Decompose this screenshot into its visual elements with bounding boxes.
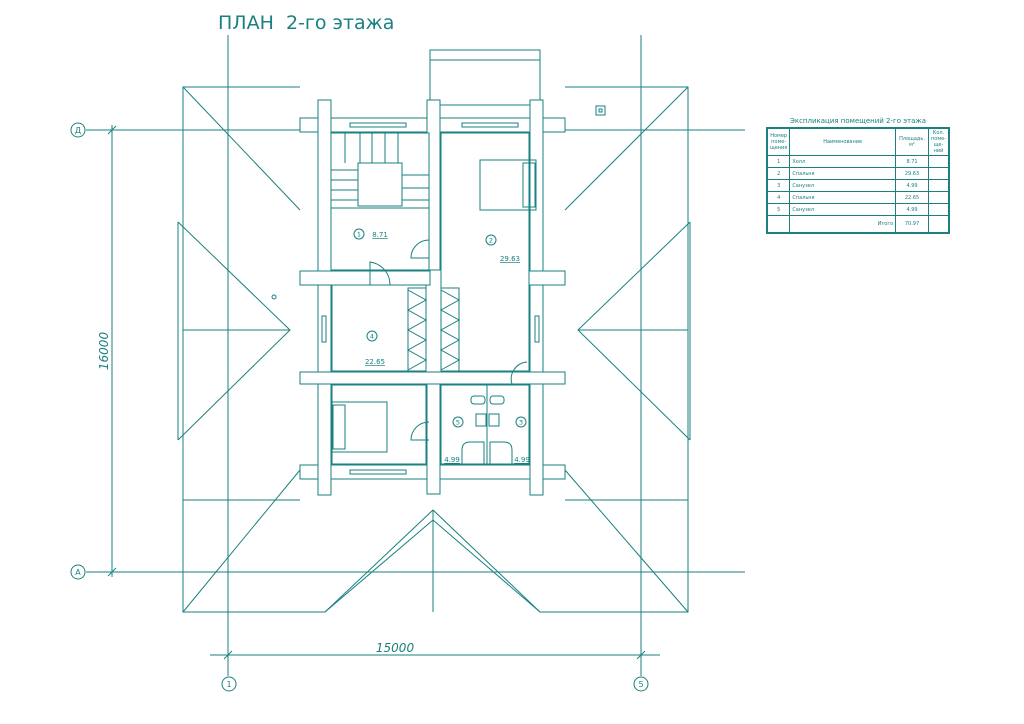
cell-num: 1	[766, 155, 791, 168]
svg-text:4.99: 4.99	[444, 456, 460, 464]
cell-count	[928, 215, 950, 234]
svg-text:А: А	[75, 568, 81, 577]
cell-num: 3	[766, 179, 791, 192]
total-area: 70.97	[895, 215, 930, 234]
roof-outline	[177, 49, 691, 613]
cell-num: 5	[766, 203, 791, 216]
staircase	[330, 132, 430, 209]
svg-text:4: 4	[370, 333, 374, 341]
cell-area: 29.63	[895, 167, 930, 180]
header-count: Кол. поме-ще-ний	[928, 127, 950, 156]
walls	[299, 99, 566, 496]
room-label-5: 54.99	[444, 416, 464, 464]
cell-area: 22.65	[895, 191, 930, 204]
cell-name: Спальня	[789, 191, 897, 204]
room-label-3: 34.99	[514, 416, 530, 464]
room-label-2: 229.63	[485, 234, 520, 263]
svg-text:8.71: 8.71	[372, 231, 388, 239]
header-number: Номер поме-щения	[766, 127, 791, 156]
doors	[369, 239, 529, 441]
bathroom-fixtures	[461, 385, 513, 464]
svg-text:16000: 16000	[97, 332, 111, 371]
svg-text:3: 3	[519, 419, 523, 427]
cell-num: 4	[766, 191, 791, 204]
header-name: Наименование	[789, 127, 897, 156]
cell-area: 4.99	[895, 179, 930, 192]
room-schedule: Экспликация помещений 2-го этажа Номер п…	[766, 117, 950, 234]
cell-count	[928, 179, 950, 192]
axis-marker-bottom: А	[70, 564, 86, 580]
svg-text:5: 5	[638, 680, 643, 689]
svg-text:Д: Д	[75, 126, 81, 135]
axis-marker-right: 5	[633, 676, 649, 692]
room-schedule-caption: Экспликация помещений 2-го этажа	[789, 117, 927, 125]
cell-name: Холл	[789, 155, 897, 168]
room-label-4: 422.65	[365, 330, 385, 366]
cell-area: 4.99	[895, 203, 930, 216]
dimension-horizontal: 15000	[210, 641, 660, 660]
table-header: Номер поме-щения Наименование Площадь, м…	[766, 127, 950, 156]
cell-count	[928, 167, 950, 180]
room-schedule-table: Номер поме-щения Наименование Площадь, м…	[766, 127, 950, 234]
drawing-title: ПЛАН 2-го этажа	[218, 12, 395, 34]
wardrobes	[406, 287, 461, 372]
axis-marker-top: Д	[70, 122, 86, 138]
bed-room-2	[479, 159, 537, 211]
svg-text:22.65: 22.65	[365, 358, 385, 366]
cell-name: Санузел	[789, 203, 897, 216]
svg-text:2: 2	[489, 237, 493, 245]
svg-text:5: 5	[456, 419, 460, 427]
cell-name: Спальня	[789, 167, 897, 180]
dimension-vertical: 16000	[97, 125, 117, 577]
grid-lines	[86, 35, 745, 676]
cell-area: 8.71	[895, 155, 930, 168]
cell-empty	[766, 215, 791, 234]
header-area: Площадь, м²	[895, 127, 930, 156]
cell-num: 2	[766, 167, 791, 180]
cell-count	[928, 203, 950, 216]
svg-text:1: 1	[226, 680, 231, 689]
svg-text:1: 1	[357, 231, 361, 239]
total-label: Итого	[789, 215, 897, 234]
svg-text:29.63: 29.63	[500, 255, 520, 263]
windows	[321, 122, 540, 475]
svg-text:4.99: 4.99	[514, 456, 530, 464]
cell-count	[928, 155, 950, 168]
cell-name: Санузел	[789, 179, 897, 192]
cell-count	[928, 191, 950, 204]
svg-text:15000: 15000	[376, 641, 415, 655]
axis-marker-left: 1	[221, 676, 237, 692]
bed-room-4	[330, 401, 388, 453]
